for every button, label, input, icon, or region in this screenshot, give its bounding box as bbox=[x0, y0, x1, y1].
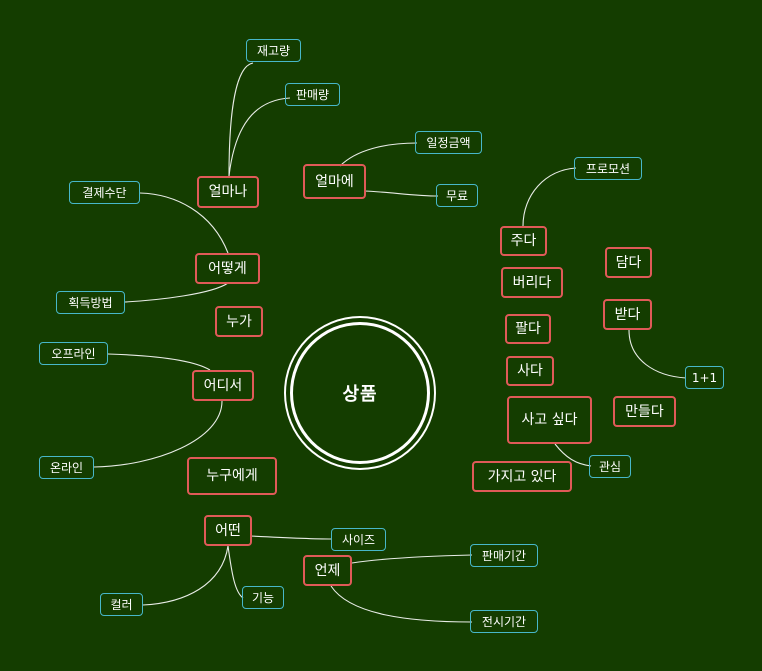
leaf-gwansim[interactable]: 관심 bbox=[589, 455, 631, 478]
leaf-iljeong-geumaek[interactable]: 일정금액 bbox=[415, 131, 482, 154]
topic-damda[interactable]: 담다 bbox=[605, 247, 652, 278]
leaf-hoekdeukbangbeop[interactable]: 획득방법 bbox=[56, 291, 125, 314]
leaf-color[interactable]: 컬러 bbox=[100, 593, 143, 616]
link-sagosipda-gwansim bbox=[554, 443, 592, 467]
link-eotteon-color bbox=[142, 545, 229, 606]
topic-sago-sipda[interactable]: 사고 싶다 bbox=[507, 396, 592, 444]
topic-eolmae[interactable]: 얼마에 bbox=[303, 164, 366, 199]
topic-batda[interactable]: 받다 bbox=[603, 299, 652, 330]
leaf-gyeoljesudan[interactable]: 결제수단 bbox=[69, 181, 140, 204]
link-eotteon-size bbox=[250, 535, 333, 540]
leaf-oneplusone[interactable]: 1+1 bbox=[685, 366, 724, 389]
leaf-panmaeryang[interactable]: 판매량 bbox=[285, 83, 340, 106]
link-batda-oneplusone bbox=[628, 329, 687, 379]
leaf-offline[interactable]: 오프라인 bbox=[39, 342, 108, 365]
link-juda-promotion bbox=[522, 167, 577, 227]
link-eodiseo-online bbox=[93, 400, 223, 468]
central-topic-label: 상품 bbox=[290, 322, 430, 464]
leaf-size[interactable]: 사이즈 bbox=[331, 528, 386, 551]
topic-eonje[interactable]: 언제 bbox=[303, 555, 352, 586]
link-eotteon-gineung bbox=[227, 545, 244, 599]
link-eodiseo-offline bbox=[107, 353, 211, 371]
central-topic[interactable]: 상품 bbox=[284, 316, 436, 470]
leaf-jeonsi-gigan[interactable]: 전시기간 bbox=[470, 610, 538, 633]
leaf-jaegoryang[interactable]: 재고량 bbox=[246, 39, 301, 62]
link-eolmae-iljeong bbox=[339, 142, 418, 167]
leaf-gineung[interactable]: 기능 bbox=[242, 586, 284, 609]
link-eolmana-jaegoryang bbox=[228, 62, 254, 177]
topic-eodiseo[interactable]: 어디서 bbox=[192, 370, 254, 401]
link-eotteoke-gyeoljesudan bbox=[139, 192, 229, 254]
topic-nuga[interactable]: 누가 bbox=[215, 306, 263, 337]
leaf-online[interactable]: 온라인 bbox=[39, 456, 94, 479]
topic-eotteoke[interactable]: 어떻게 bbox=[195, 253, 260, 284]
topic-gajigo-itda[interactable]: 가지고 있다 bbox=[472, 461, 572, 492]
topic-eotteon[interactable]: 어떤 bbox=[204, 515, 252, 546]
link-eonje-panmaegigan bbox=[351, 554, 473, 564]
topic-eolmana[interactable]: 얼마나 bbox=[197, 176, 259, 208]
topic-patda[interactable]: 팔다 bbox=[505, 314, 551, 344]
link-eolmana-panmaeryang bbox=[228, 97, 291, 177]
topic-nuguege[interactable]: 누구에게 bbox=[187, 457, 277, 495]
topic-mandeulda[interactable]: 만들다 bbox=[613, 396, 676, 427]
topic-juda[interactable]: 주다 bbox=[500, 226, 547, 256]
topic-beorida[interactable]: 버리다 bbox=[501, 267, 563, 298]
link-eotteoke-hoekdeuk bbox=[124, 282, 229, 303]
leaf-promotion[interactable]: 프로모션 bbox=[574, 157, 642, 180]
link-eonje-jeonsigigan bbox=[330, 585, 473, 623]
topic-sada[interactable]: 사다 bbox=[506, 356, 554, 386]
link-eolmae-muryo bbox=[363, 190, 439, 197]
leaf-panmae-gigan[interactable]: 판매기간 bbox=[470, 544, 538, 567]
leaf-muryo[interactable]: 무료 bbox=[436, 184, 478, 207]
